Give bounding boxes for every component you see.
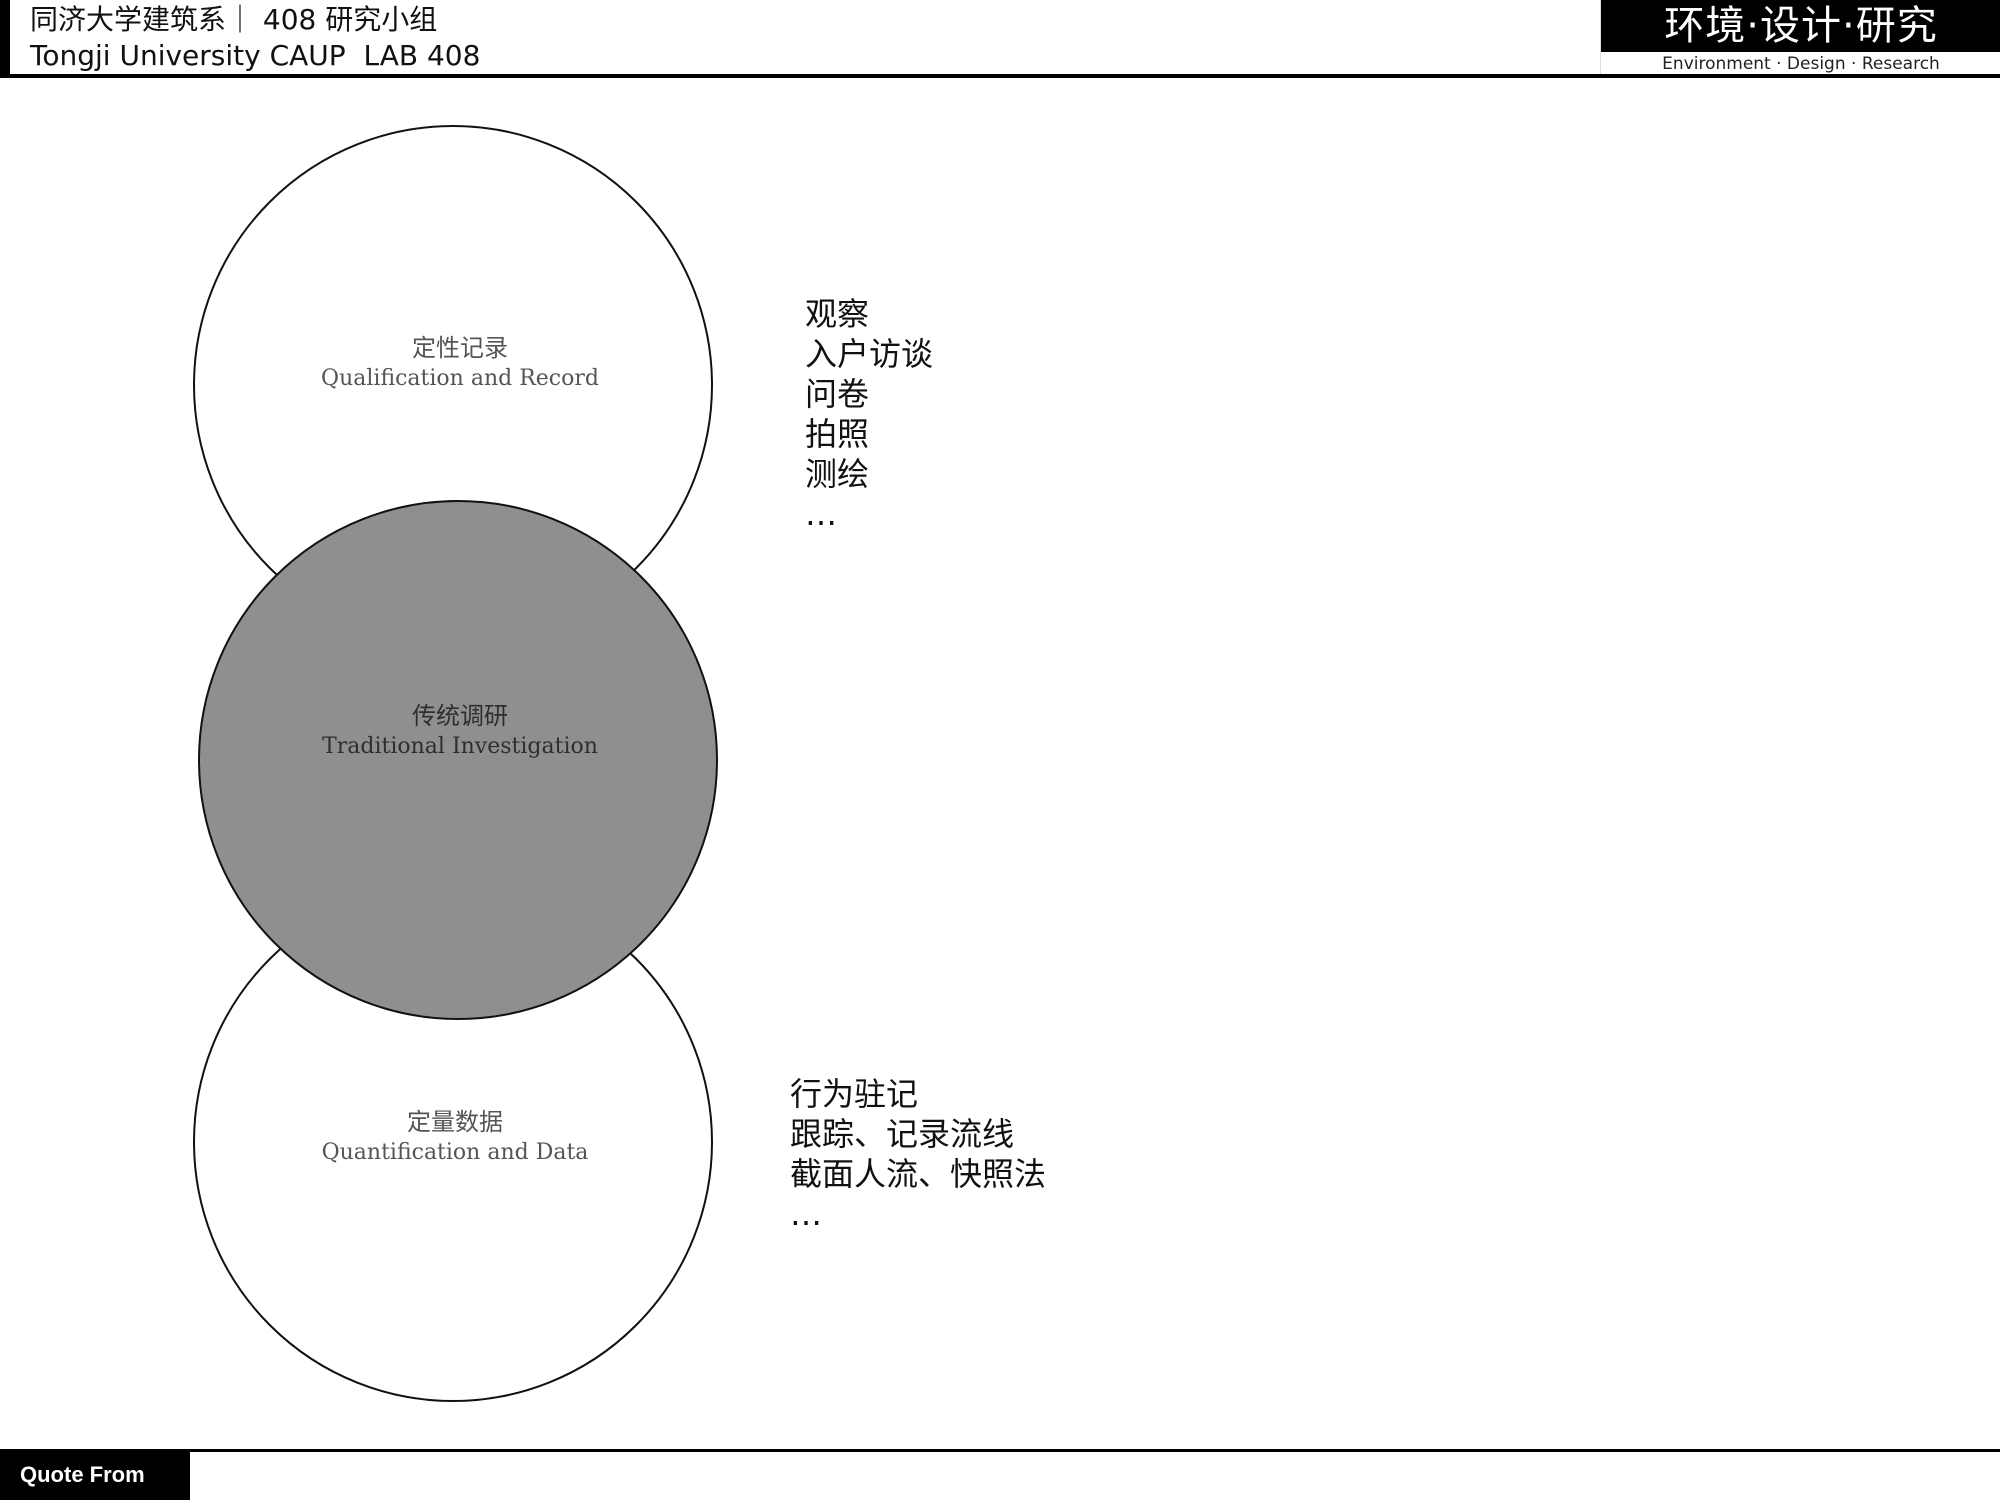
header-title-block: 同济大学建筑系｜ 408 研究小组 Tongji University CAUP… — [30, 2, 480, 74]
footer-divider — [0, 1449, 2000, 1452]
header-title-en: Tongji University CAUP LAB 408 — [30, 39, 481, 72]
circle-label-en: Qualification and Record — [321, 366, 599, 391]
circle-label-cn: 定性记录 — [412, 334, 508, 362]
list-item: 跟踪、记录流线 — [790, 1115, 1015, 1153]
logo-title: 环境·设计·研究 — [1601, 0, 2000, 52]
list-item: 拍照 — [805, 415, 870, 453]
quote-from-label: Quote From — [0, 1449, 190, 1500]
circle-traditional-investigation — [198, 500, 718, 1020]
circle-label-en: Traditional Investigation — [322, 734, 598, 759]
header-accent-bar — [0, 0, 10, 78]
list-item: … — [805, 495, 837, 533]
list-item: 截面人流、快照法 — [790, 1155, 1047, 1193]
logo-subtitle: Environment · Design · Research — [1662, 54, 1940, 74]
list-item: 观察 — [805, 295, 870, 333]
list-item: 行为驻记 — [790, 1075, 919, 1113]
circle-label-en: Quantification and Data — [321, 1140, 589, 1165]
circle-label-traditional: 传统调研 Traditional Investigation — [200, 700, 720, 762]
circle-label-quantification: 定量数据 Quantification and Data — [200, 1106, 710, 1168]
qualitative-methods-list: 观察 入户访谈 问卷 拍照 测绘 … — [805, 294, 933, 534]
list-item: 测绘 — [805, 455, 870, 493]
list-item: … — [790, 1195, 822, 1233]
list-item: 入户访谈 — [805, 335, 934, 373]
list-item: 问卷 — [805, 375, 870, 413]
logo: 环境·设计·研究 Environment · Design · Research — [1600, 0, 2000, 76]
header-divider — [0, 74, 2000, 78]
circle-label-cn: 定量数据 — [407, 1108, 503, 1136]
header-title-cn: 同济大学建筑系｜ 408 研究小组 — [30, 3, 438, 36]
circle-label-qualification: 定性记录 Qualification and Record — [200, 332, 720, 394]
circle-label-cn: 传统调研 — [412, 702, 508, 730]
quantitative-methods-list: 行为驻记 跟踪、记录流线 截面人流、快照法 … — [790, 1074, 1046, 1234]
